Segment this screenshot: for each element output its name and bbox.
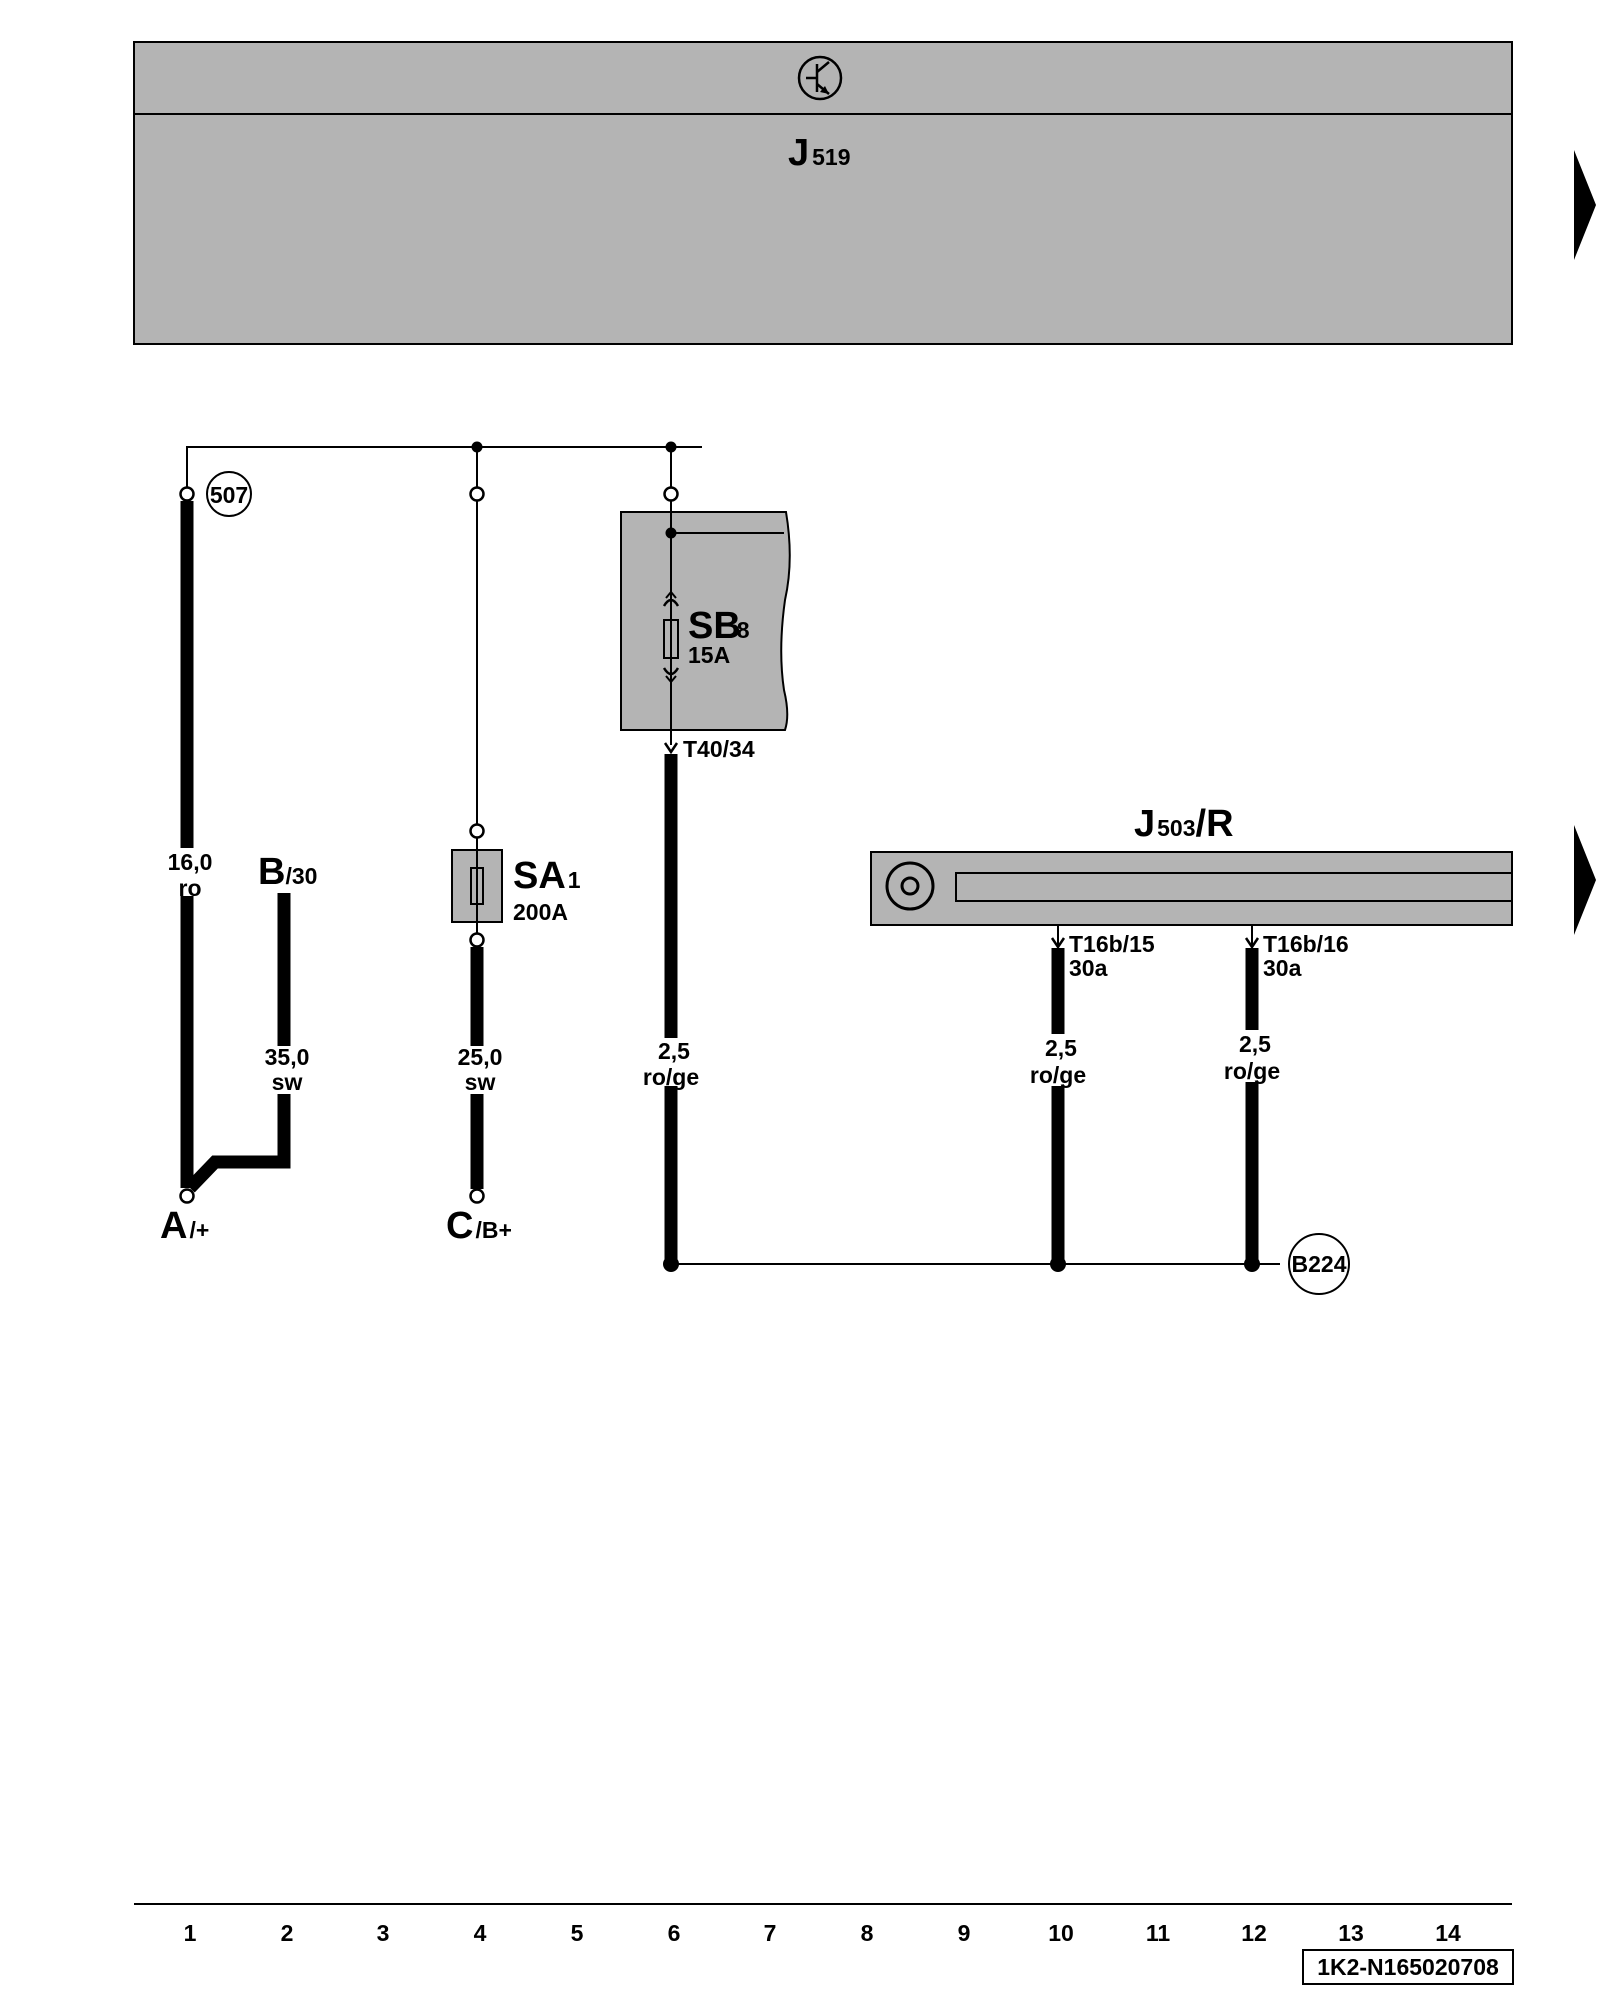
svg-text:ro: ro: [179, 875, 202, 901]
junction-dot: [665, 527, 677, 539]
column-number: 13: [1338, 1920, 1364, 1946]
column-number: 12: [1241, 1920, 1267, 1946]
svg-text:ro/ge: ro/ge: [1030, 1062, 1086, 1088]
wire-col2: 35,0 sw: [185, 893, 310, 1193]
fuse-sa1: [451, 849, 503, 923]
svg-text:15A: 15A: [688, 642, 730, 668]
column-number: 6: [668, 1920, 681, 1946]
column-number: 10: [1048, 1920, 1074, 1946]
terminal-b-label: B/30: [258, 851, 317, 893]
svg-text:2,5: 2,5: [1045, 1035, 1077, 1061]
mounting-hole-icon: [885, 861, 935, 911]
j503-label: J503/R: [1134, 803, 1234, 845]
svg-text:sw: sw: [465, 1069, 496, 1095]
svg-text:16,0: 16,0: [168, 849, 213, 875]
continuation-arrow-middle: [1574, 825, 1596, 935]
terminal-circle: [469, 823, 485, 839]
bottom-bus: B224: [663, 1233, 1350, 1295]
bubble-507: 507: [206, 471, 252, 517]
connector-arrow: [1244, 937, 1260, 950]
terminal-c-label: C/B+: [446, 1205, 512, 1247]
svg-text:2,5: 2,5: [1239, 1031, 1271, 1057]
column-number: 4: [474, 1920, 487, 1946]
column-number: 7: [764, 1920, 777, 1946]
doc-id: 1K2-N165020708: [1317, 1954, 1499, 1980]
column-numbers: 1 2 3 4 5 6 7 8 9 10 11 12 13 14: [184, 1920, 1461, 1946]
column-number: 8: [861, 1920, 874, 1946]
wire-col12: T16b/16 30a 2,5 ro/ge: [1224, 925, 1349, 1264]
continuation-arrow-top: [1574, 150, 1596, 260]
svg-text:B224: B224: [1292, 1251, 1347, 1277]
wire-col6: SB8 15A T40/34 2,5 ro/ge: [620, 447, 791, 1264]
column-number: 3: [377, 1920, 390, 1946]
column-number: 1: [184, 1920, 197, 1946]
transistor-icon: [797, 55, 843, 101]
control-unit-j503: J503/R: [870, 803, 1513, 926]
junction-dot: [1244, 1256, 1260, 1272]
svg-text:507: 507: [210, 482, 248, 508]
connector-t40-34: T40/34: [683, 736, 755, 762]
fuse-box-sb8: SB8 15A: [620, 501, 791, 745]
svg-text:25,0: 25,0: [458, 1044, 503, 1070]
svg-text:ro/ge: ro/ge: [1224, 1058, 1280, 1084]
junction-dot: [1050, 1256, 1066, 1272]
svg-text:T16b/16: T16b/16: [1263, 931, 1349, 957]
svg-text:30a: 30a: [1263, 955, 1302, 981]
wire-col4: 25,0 sw SA1 200A: [451, 447, 581, 1204]
wire-col10: T16b/15 30a 2,5 ro/ge: [1030, 925, 1155, 1264]
terminal-circle: [663, 486, 679, 502]
terminal-circle: [179, 486, 195, 502]
bubble-b224: B224: [1288, 1233, 1350, 1295]
terminal-circle: [469, 486, 485, 502]
column-number: 14: [1435, 1920, 1461, 1946]
connector-arrow: [1050, 937, 1066, 950]
sa1-rating: 200A: [513, 899, 568, 925]
svg-text:ro/ge: ro/ge: [643, 1064, 699, 1090]
svg-text:30a: 30a: [1069, 955, 1108, 981]
svg-text:T16b/15: T16b/15: [1069, 931, 1155, 957]
connector-arrow: [663, 742, 679, 755]
svg-text:sw: sw: [272, 1069, 303, 1095]
wire-col1: 16,0 ro: [168, 486, 213, 1188]
column-number: 2: [281, 1920, 294, 1946]
terminal-a: A/+: [160, 1188, 209, 1247]
terminal-circle: [469, 932, 485, 948]
top-bus: [186, 441, 702, 494]
column-number: 11: [1146, 1920, 1171, 1946]
svg-text:35,0: 35,0: [265, 1044, 310, 1070]
doc-id-box: 1K2-N165020708: [1302, 1949, 1514, 1985]
header-box: [133, 41, 1513, 345]
svg-text:A/+: A/+: [160, 1205, 209, 1247]
svg-text:SB8: SB8: [688, 605, 750, 647]
terminal-circle: [469, 1188, 485, 1204]
svg-text:2,5: 2,5: [658, 1038, 690, 1064]
column-number: 9: [958, 1920, 971, 1946]
junction-dot: [663, 1256, 679, 1272]
column-number: 5: [571, 1920, 584, 1946]
sa1-label: SA1: [513, 855, 581, 897]
